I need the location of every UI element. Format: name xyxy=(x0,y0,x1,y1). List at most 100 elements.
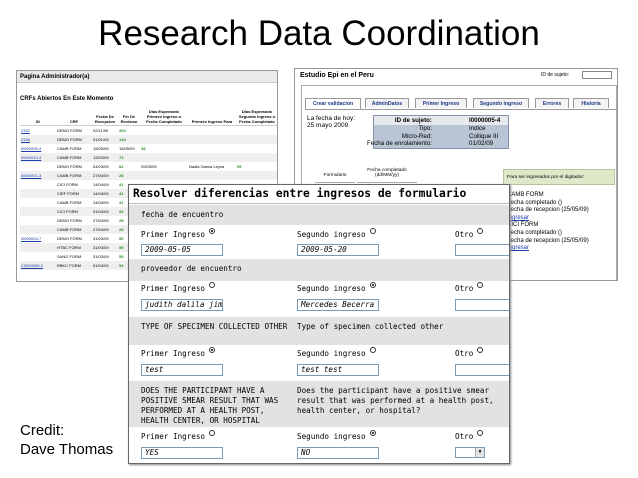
tab-historia[interactable]: Historia xyxy=(573,98,609,108)
second-entry-radio[interactable] xyxy=(369,430,376,436)
tab-primer-ingreso[interactable]: Primer Ingreso xyxy=(415,98,467,108)
second-entry-value[interactable]: Mercedes Becerra xyxy=(297,299,379,311)
crf-id-link[interactable]: C0000005-0 xyxy=(20,261,56,270)
first-entry-radio[interactable] xyxy=(209,347,216,353)
other-radio[interactable] xyxy=(477,347,484,353)
subject-info-key: Tipo: xyxy=(418,125,432,132)
table-cell: 82 xyxy=(119,164,124,169)
other-value-input[interactable] xyxy=(455,364,509,376)
tab-segundo-ingreso[interactable]: Segundo ingreso xyxy=(473,98,529,108)
epi-topbar: Estudio Epi en el Peru ID de sujeto: xyxy=(295,69,617,83)
other-option[interactable]: Otro xyxy=(455,347,484,358)
tab-errores[interactable]: Errores xyxy=(535,98,569,108)
subject-info-value: 01/02/09 xyxy=(469,140,494,147)
table-cell: 15/05/09 xyxy=(119,146,135,151)
table-cell xyxy=(236,171,277,180)
question-code: TYPE OF SPECIMEN COLLECTED OTHER xyxy=(141,322,288,331)
crf-id-link[interactable]: I0000010-4 xyxy=(20,153,56,162)
column-header: Dias Esperando Primero Ingreso o Fecha C… xyxy=(140,108,188,126)
tab-crear-validacion[interactable]: Crear validacion xyxy=(305,98,361,110)
first-entry-radio[interactable] xyxy=(209,430,216,436)
first-entry-radio[interactable] xyxy=(209,282,216,288)
crf-id-link[interactable]: 2342 xyxy=(21,128,30,133)
second-entry-label: Segundo ingreso xyxy=(297,349,366,358)
first-entry-value[interactable]: YES xyxy=(141,447,223,459)
admin-page-header: Pagina Administrador(a) xyxy=(17,71,277,83)
column-header: Fecha De Recepcion xyxy=(92,108,118,126)
table-cell xyxy=(236,126,277,136)
second-entry-radio[interactable] xyxy=(369,282,376,288)
other-label: Otro xyxy=(455,284,474,293)
table-cell: CAMB FORM xyxy=(56,225,92,234)
question-answer-row: Primer Ingreso Segundo ingreso Otro 2009… xyxy=(129,225,509,259)
first-entry-option[interactable]: Primer Ingreso xyxy=(141,347,216,358)
first-entry-radio[interactable] xyxy=(209,228,216,234)
question-label-row: TYPE OF SPECIMEN COLLECTED OTHER Type of… xyxy=(129,317,509,345)
second-entry-value[interactable]: 2009-05-20 xyxy=(297,244,379,256)
crf-id-link[interactable]: I0000001-3 xyxy=(20,171,56,180)
other-option[interactable]: Otro xyxy=(455,228,484,239)
table-cell: 55 xyxy=(119,254,124,259)
other-value-input[interactable] xyxy=(455,244,509,256)
other-radio[interactable] xyxy=(477,430,484,436)
ingresar-link[interactable]: Ingresar xyxy=(507,245,530,252)
table-cell: HTBC FORM xyxy=(56,243,92,252)
crf-id-link[interactable]: I0000004-7 xyxy=(21,236,42,241)
crf-id-link xyxy=(20,189,56,198)
other-option[interactable]: Otro xyxy=(455,282,484,293)
second-entry-value[interactable]: NO xyxy=(297,447,379,459)
subject-info-id-row: ID de sujeto: I0000005-4 xyxy=(374,116,508,125)
admin-page-screenshot: Pagina Administrador(a) CRFs Abiertos En… xyxy=(16,70,278,282)
table-cell: 31 xyxy=(119,200,124,205)
table-cell: DEMO FORM xyxy=(57,236,82,241)
first-entry-value[interactable]: test xyxy=(141,364,223,376)
second-entry-label: Segundo ingreso xyxy=(297,284,366,293)
second-entry-radio[interactable] xyxy=(369,228,376,234)
other-radio[interactable] xyxy=(477,282,484,288)
other-radio[interactable] xyxy=(477,228,484,234)
completed-column-header: Fecha completado (dd/MM/yy) xyxy=(357,167,417,183)
subject-id-input[interactable] xyxy=(582,71,612,79)
first-entry-option[interactable]: Primer Ingreso xyxy=(141,282,216,293)
first-entry-option[interactable]: Primer Ingreso xyxy=(141,430,216,441)
first-entry-label: Primer Ingreso xyxy=(141,284,206,293)
open-crf-table-header: ID CRF Fecha De Recepcion Fin De Revisio… xyxy=(20,108,277,126)
first-entry-option[interactable]: Primer Ingreso xyxy=(141,228,216,239)
other-value-input[interactable] xyxy=(455,299,509,311)
subject-info-row: Tipo: Indice xyxy=(374,125,508,133)
table-cell xyxy=(236,135,277,144)
second-entry-radio[interactable] xyxy=(369,347,376,353)
crf-id-link[interactable]: 2348 xyxy=(20,135,56,144)
second-entry-option[interactable]: Segundo ingreso xyxy=(297,347,376,358)
other-label: Otro xyxy=(455,349,474,358)
second-entry-value[interactable]: test test xyxy=(297,364,379,376)
question-text: proveedor de encuentro xyxy=(141,264,242,273)
column-header: Dias Esperando Segundo Ingreso o Fecha C… xyxy=(236,108,277,126)
other-value-select[interactable]: ▼ xyxy=(455,447,485,458)
second-entry-option[interactable]: Segundo ingreso xyxy=(297,282,376,293)
chevron-down-icon[interactable]: ▼ xyxy=(475,448,484,457)
digitizer-note: Para ser ingresados por el digitador: xyxy=(503,169,615,185)
crf-id-link[interactable]: I0000005-4 xyxy=(21,146,42,151)
table-cell: 27/04/09 xyxy=(92,225,118,234)
table-cell: CAMB FORM xyxy=(56,153,92,162)
ingresar-link[interactable]: Ingresar xyxy=(507,214,530,221)
list-item: CICI FORM Fecha completado () Fecha de r… xyxy=(507,222,613,252)
second-entry-option[interactable]: Segundo ingreso xyxy=(297,430,376,441)
first-entry-value[interactable]: judith dalila jimenez xyxy=(141,299,223,311)
table-cell: 14/04/09 xyxy=(93,182,109,187)
other-option[interactable]: Otro xyxy=(455,430,484,441)
table-cell: 14/04/09 xyxy=(92,189,118,198)
crf-id-link xyxy=(20,243,56,252)
second-entry-option[interactable]: Segundo ingreso xyxy=(297,228,376,239)
table-cell: 41 xyxy=(119,182,124,187)
first-entry-value[interactable]: 2009-05-05 xyxy=(141,244,223,256)
list-item: CAMB FORM Fecha completado () Fecha de r… xyxy=(507,192,613,222)
tab-admin-datos[interactable]: AdminDatos xyxy=(365,98,409,108)
table-cell: DEMO FORM xyxy=(57,218,82,223)
table-cell: 28 xyxy=(119,218,124,223)
